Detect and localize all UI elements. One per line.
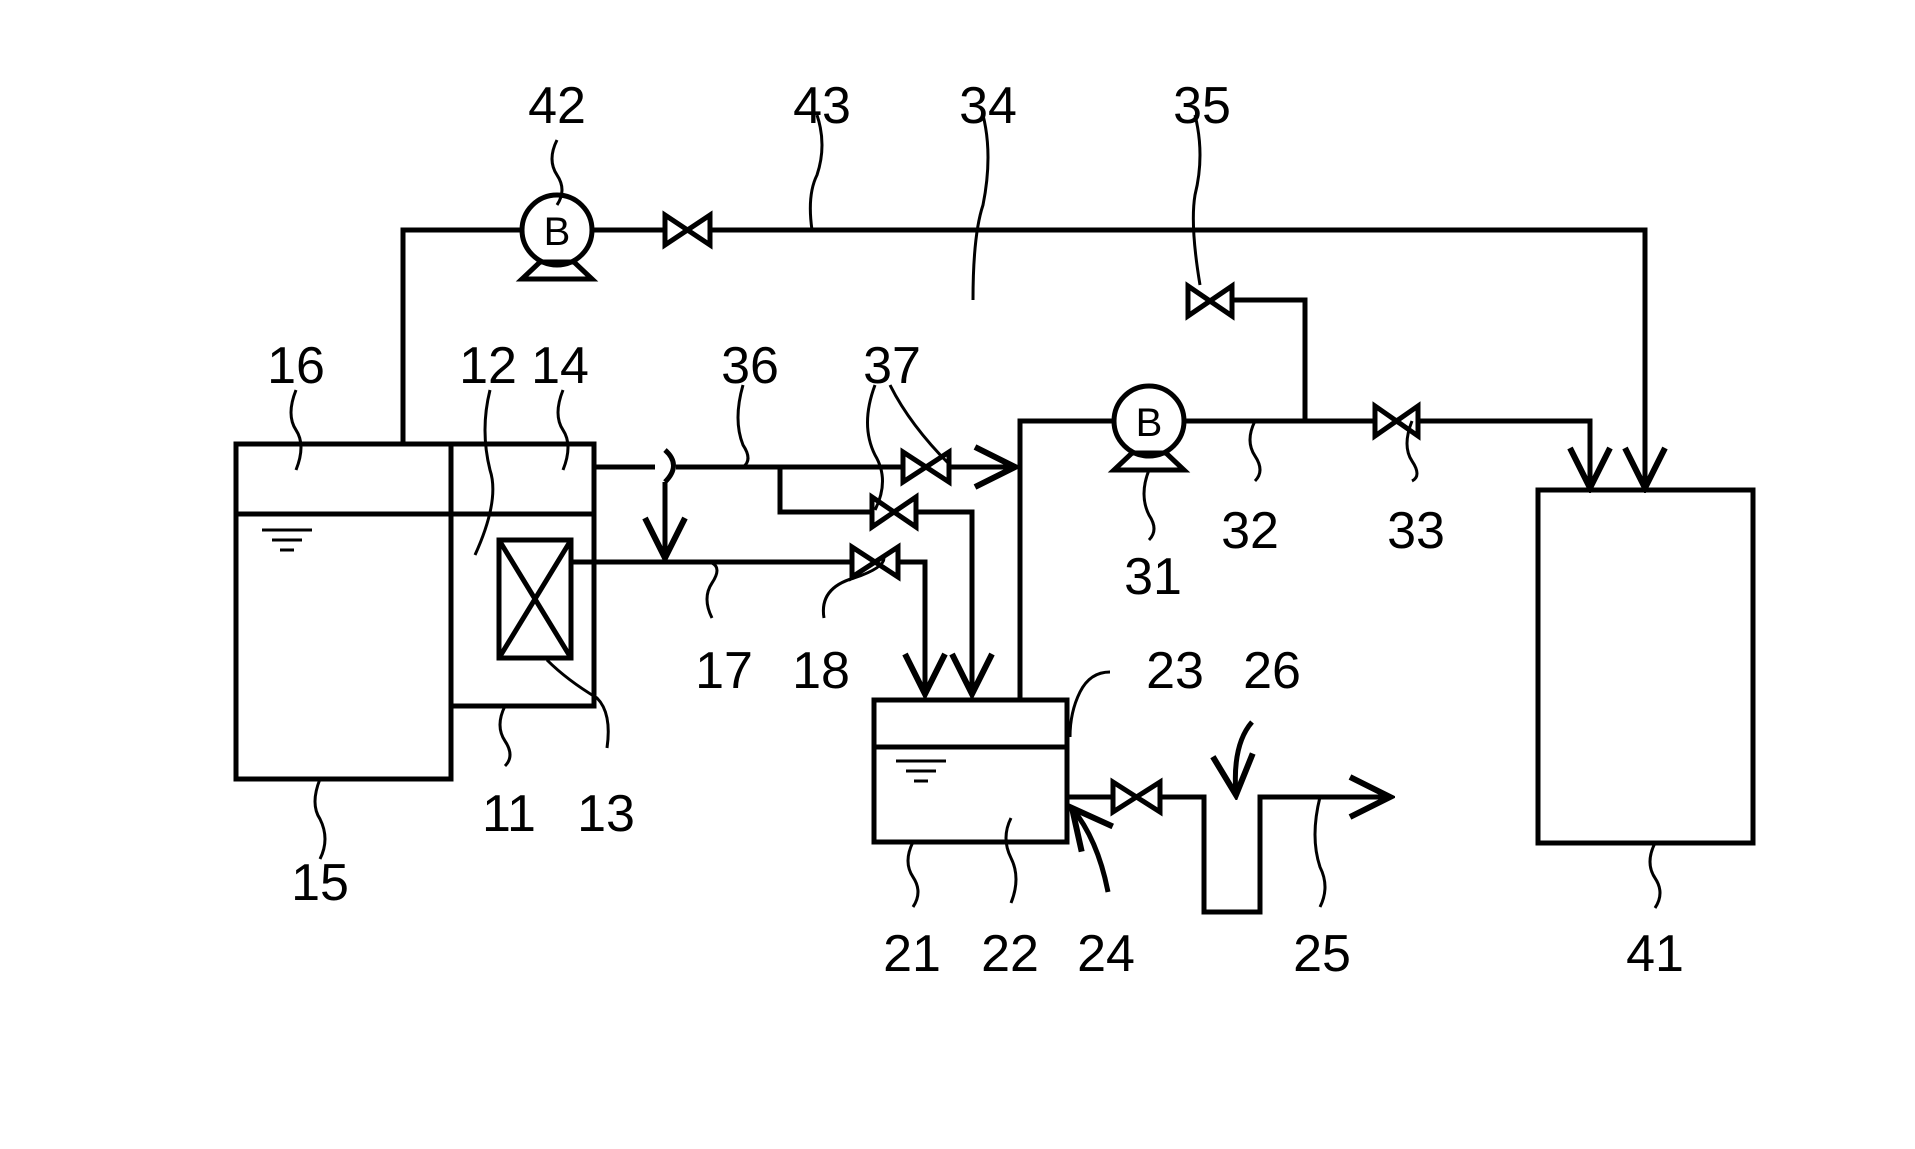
label-22: 22 [981,925,1039,983]
pump-31: B [1114,386,1184,470]
valve-35 [1188,286,1232,316]
label-42: 42 [528,77,586,135]
label-14: 14 [531,337,589,395]
outlet-line-25 [1067,797,1390,912]
label-41: 41 [1626,925,1684,983]
tank-15 [236,444,451,779]
label-32: 32 [1221,502,1279,560]
indicator-24 [1072,808,1108,892]
vessel-11 [451,444,594,706]
line-32 [1020,421,1590,700]
label-31: 31 [1124,548,1182,606]
label-15: 15 [291,854,349,912]
label-16: 16 [267,337,325,395]
valve-18 [852,547,898,577]
labels: 42 43 34 35 16 12 14 36 37 32 33 31 17 1… [267,77,1684,983]
vessel-41 [1538,490,1753,843]
pump-42: B [522,195,592,279]
valve-24 [1113,782,1160,812]
label-21: 21 [883,925,941,983]
pump-letter: B [544,210,571,254]
label-36: 36 [721,337,779,395]
valve-43 [665,215,710,245]
label-24: 24 [1077,925,1135,983]
label-13: 13 [577,785,635,843]
label-33: 33 [1387,502,1445,560]
label-12: 12 [459,337,517,395]
liquid-level-icon [262,530,312,550]
label-18: 18 [792,642,850,700]
label-25: 25 [1293,925,1351,983]
valve-37 [872,452,949,527]
indicator-26 [1235,722,1252,795]
liquid-level-icon [896,761,946,781]
label-11: 11 [482,785,536,843]
tank-21 [874,700,1067,842]
label-26: 26 [1243,642,1301,700]
element-13 [499,540,571,658]
pump-letter: B [1136,401,1163,445]
label-43: 43 [793,77,851,135]
label-17: 17 [695,642,753,700]
label-37: 37 [863,337,921,395]
line-43 [403,230,1645,488]
label-23: 23 [1146,642,1204,700]
label-35: 35 [1173,77,1231,135]
label-34: 34 [959,77,1017,135]
